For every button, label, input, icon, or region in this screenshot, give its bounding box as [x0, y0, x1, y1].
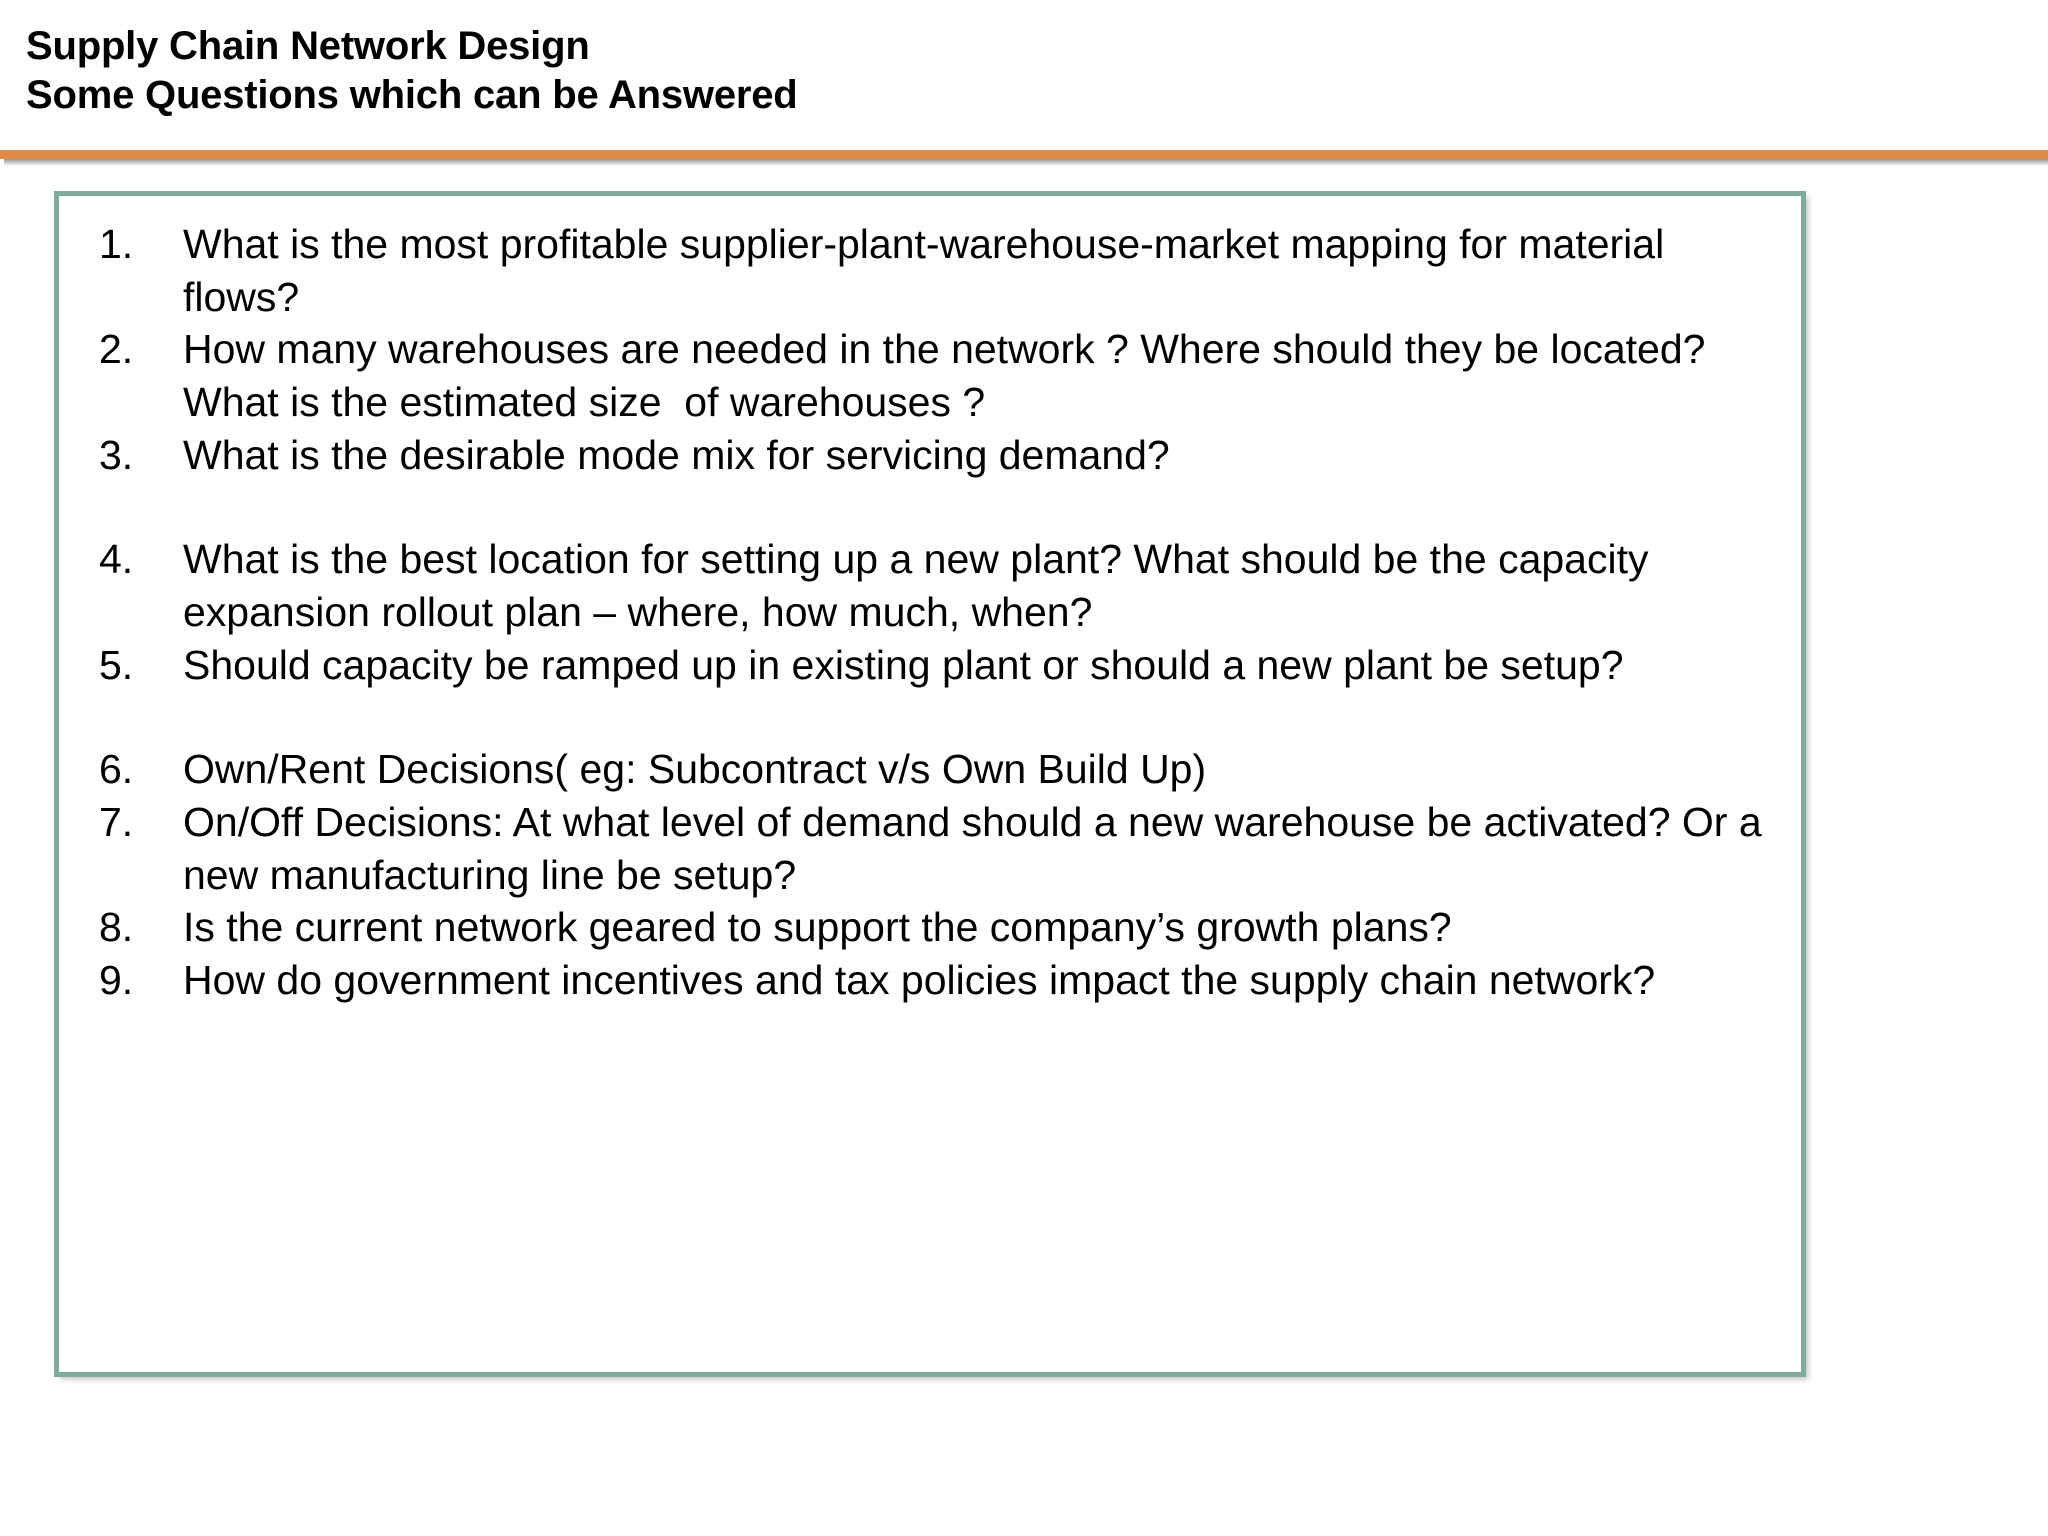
question-item: 3. What is the desirable mode mix for ser… [85, 429, 1775, 482]
question-number: 2. [99, 326, 134, 373]
question-text: How many warehouses are needed in the ne… [183, 326, 1717, 426]
question-item: 8. Is the current network geared to suppo… [85, 901, 1775, 954]
question-item: 5. Should capacity be ramped up in existi… [85, 639, 1775, 692]
question-text: How do government incentives and tax pol… [183, 957, 1656, 1004]
question-number: 1. [99, 221, 134, 267]
question-text: Own/Rent Decisions( eg: Subcontract v/s … [183, 746, 1207, 793]
question-text: What is the best location for setting up… [183, 536, 1660, 636]
question-item: 1. What is the most profitable supplier-p… [85, 218, 1775, 323]
question-number: 9. [99, 957, 134, 1004]
slide-subtitle-line-2: Some Questions which can be Answered [26, 72, 798, 117]
question-number: 6. [99, 746, 134, 793]
question-number: 8. [99, 904, 134, 951]
question-item: 9. How do government incentives and tax p… [85, 954, 1775, 1007]
question-text: Is the current network geared to support… [183, 904, 1452, 951]
question-number: 3. [99, 431, 134, 478]
question-number: 5. [99, 641, 134, 688]
question-text: On/Off Decisions: At what level of deman… [183, 799, 1774, 898]
question-text: What is the most profitable supplier-pla… [183, 221, 1676, 320]
title-divider-shadow [4, 159, 2048, 166]
questions-content-box: 1. What is the most profitable supplier-p… [54, 191, 1806, 1377]
questions-list: 1. What is the most profitable supplier-p… [59, 196, 1801, 1007]
title-divider-bar [0, 150, 2048, 159]
question-item: 7. On/Off Decisions: At what level of dem… [85, 796, 1775, 901]
slide-title-line-1: Supply Chain Network Design [26, 24, 590, 68]
question-item: 4. What is the best location for setting … [85, 533, 1775, 638]
question-item: 2. How many warehouses are needed in the … [85, 323, 1775, 428]
question-text: What is the desirable mode mix for servi… [183, 431, 1170, 478]
question-item: 6. Own/Rent Decisions( eg: Subcontract v/… [85, 743, 1775, 796]
title-divider-wrapper [0, 150, 2048, 168]
question-text: Should capacity be ramped up in existing… [183, 641, 1624, 688]
slide-title-block: Supply Chain Network Design Some Questio… [0, 0, 2048, 120]
question-number: 4. [99, 536, 134, 583]
question-number: 7. [99, 799, 134, 846]
